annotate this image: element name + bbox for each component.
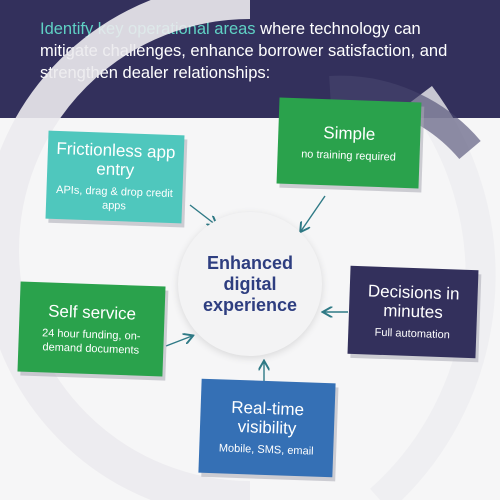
card-subtitle: 24 hour funding, on-demand documents xyxy=(41,326,141,357)
card-title: Real-time visibility xyxy=(230,397,305,439)
card-simple: Simple no training required xyxy=(276,97,422,189)
card-subtitle: APIs, drag & drop credit apps xyxy=(55,183,174,213)
card-self-service: Self service 24 hour funding, on-demand … xyxy=(17,281,166,377)
center-label: Enhanced digital experience xyxy=(202,252,298,315)
center-circle: Enhanced digital experience xyxy=(178,212,322,356)
card-real-time-visibility: Real-time visibility Mobile, SMS, email xyxy=(198,378,336,478)
card-subtitle: no training required xyxy=(300,147,397,164)
card-title: Self service xyxy=(47,300,137,324)
card-subtitle: Mobile, SMS, email xyxy=(218,442,314,458)
card-decisions-in-minutes: Decisions in minutes Full automation xyxy=(347,265,479,359)
card-title: Decisions in minutes xyxy=(367,281,460,323)
card-title: Frictionless app entry xyxy=(56,138,176,180)
card-frictionless-app-entry: Frictionless app entry APIs, drag & drop… xyxy=(45,130,185,224)
card-subtitle: Full automation xyxy=(374,326,451,342)
card-title: Simple xyxy=(323,122,376,144)
